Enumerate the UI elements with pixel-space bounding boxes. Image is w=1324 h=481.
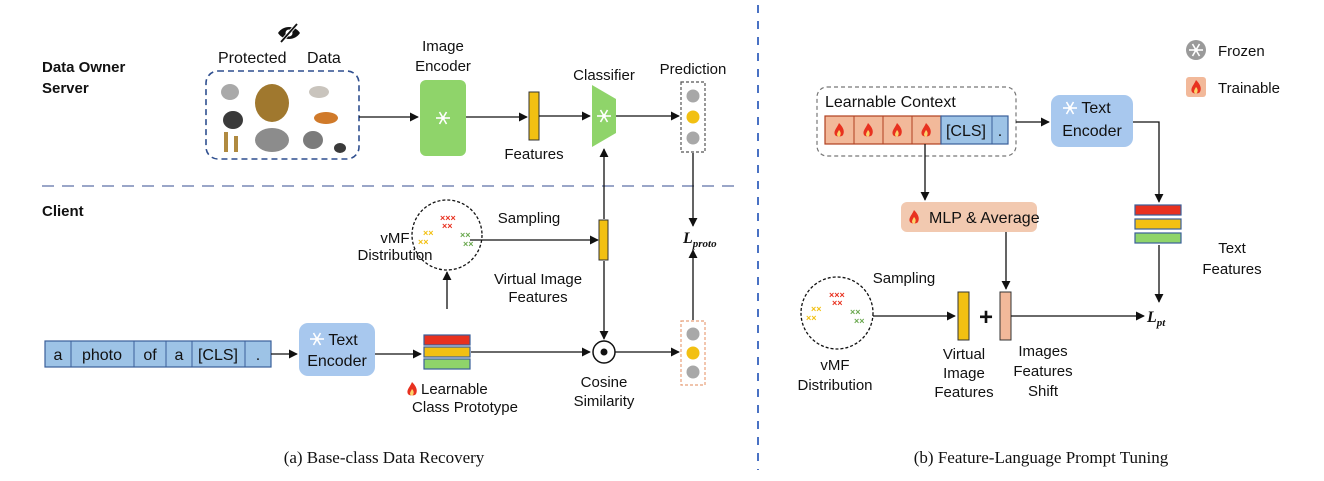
plus-sign: + xyxy=(979,304,993,331)
dot-token: . xyxy=(998,123,1002,140)
legend-frozen: Frozen xyxy=(1218,43,1265,60)
svg-text:××: ×× xyxy=(832,298,843,308)
context-tokens xyxy=(824,115,1009,145)
vmf-circle-b xyxy=(800,276,874,350)
classifier-label: Classifier xyxy=(573,67,635,84)
features-bar xyxy=(528,91,540,141)
features-label: Features xyxy=(504,146,563,163)
prediction-dot xyxy=(686,131,700,145)
mlp-average-block xyxy=(901,202,1037,232)
svg-text:××: ×× xyxy=(423,228,434,238)
svg-text:×××: ××× xyxy=(829,290,845,300)
virtual-b-label-2: Image xyxy=(943,365,985,382)
svg-text:××: ×× xyxy=(854,316,865,326)
prompt-tokens: a photo of a [CLS] . xyxy=(44,340,272,368)
data-owner-label: Data Owner xyxy=(42,59,126,76)
server-label: Server xyxy=(42,80,89,97)
arrow-text-encoder-to-features xyxy=(1133,121,1164,203)
shift-bar xyxy=(999,291,1012,341)
token: of xyxy=(143,347,157,364)
text-features-label-1: Text xyxy=(1218,240,1246,257)
svg-text:××: ×× xyxy=(418,237,429,247)
similarity-dot xyxy=(686,327,700,341)
vmf-distribution-label: Distribution xyxy=(357,247,432,264)
vmf-b-label-2: Distribution xyxy=(797,377,872,394)
prediction-box xyxy=(680,81,706,153)
prediction-dot xyxy=(686,89,700,103)
vmf-samples: ××× ×× ×× ×× ×× ×× xyxy=(418,213,474,249)
token: [CLS] xyxy=(198,347,238,364)
text-encoder-label-1: Text xyxy=(328,332,358,349)
svg-text:××: ×× xyxy=(806,313,817,323)
image-encoder-label-1: Image xyxy=(422,38,464,55)
trainable-icon xyxy=(407,382,417,396)
sampling-label: Sampling xyxy=(498,210,561,227)
prototype-label-1: Learnable xyxy=(421,381,488,398)
virtual-features-bar xyxy=(598,219,609,261)
sampling-label-b: Sampling xyxy=(873,270,936,287)
token: a xyxy=(175,347,184,364)
vmf-samples-b: ××× ×× ×× ×× ×× ×× xyxy=(806,290,865,326)
svg-text:××: ×× xyxy=(811,304,822,314)
data-label: Data xyxy=(307,50,341,67)
vmf-b-label-1: vMF xyxy=(820,357,849,374)
virtual-features-bar-b xyxy=(957,291,970,341)
token: . xyxy=(256,347,260,364)
image-encoder-label-2: Encoder xyxy=(415,58,471,75)
prediction-label: Prediction xyxy=(660,61,727,78)
virtual-b-label-1: Virtual xyxy=(943,346,985,363)
shift-label-1: Images xyxy=(1018,343,1067,360)
svg-text:××: ×× xyxy=(850,307,861,317)
prediction-dot xyxy=(686,110,700,124)
similarity-box xyxy=(680,320,706,386)
loss-pt: Lpt xyxy=(1146,309,1166,329)
legend-trainable: Trainable xyxy=(1218,80,1280,97)
cosine-dot xyxy=(600,348,608,356)
caption-a: (a) Base-class Data Recovery xyxy=(284,448,485,467)
cosine-label-1: Cosine xyxy=(581,374,628,391)
text-encoder-b-label-1: Text xyxy=(1081,100,1111,117)
mlp-average-label: MLP & Average xyxy=(929,210,1040,227)
similarity-dot xyxy=(686,365,700,379)
shift-label-3: Shift xyxy=(1028,383,1059,400)
vmf-circle xyxy=(411,199,483,271)
cls-token: [CLS] xyxy=(946,123,986,140)
token: a xyxy=(54,347,63,364)
token: photo xyxy=(82,347,122,364)
text-encoder-b-label-2: Encoder xyxy=(1062,123,1122,140)
shift-label-2: Features xyxy=(1013,363,1072,380)
protected-label: Protected xyxy=(218,50,286,67)
animal-images xyxy=(221,84,346,153)
similarity-dot xyxy=(686,346,700,360)
text-encoder-label-2: Encoder xyxy=(307,353,367,370)
class-prototype-stack xyxy=(423,334,471,370)
text-features-stack xyxy=(1134,204,1182,244)
virtual-features-label-1: Virtual Image xyxy=(494,271,582,288)
eye-off-icon xyxy=(278,22,300,44)
learnable-context-label: Learnable Context xyxy=(825,94,956,111)
protected-data-box xyxy=(205,70,360,160)
svg-text:×××: ××× xyxy=(440,213,456,223)
client-label: Client xyxy=(42,203,84,220)
vmf-label: vMF xyxy=(380,230,409,247)
svg-text:××: ×× xyxy=(463,239,474,249)
svg-text:××: ×× xyxy=(442,221,453,231)
loss-proto: Lproto xyxy=(682,230,717,250)
caption-b: (b) Feature-Language Prompt Tuning xyxy=(914,448,1169,467)
text-features-label-2: Features xyxy=(1202,261,1261,278)
cosine-label-2: Similarity xyxy=(574,393,635,410)
virtual-b-label-3: Features xyxy=(934,384,993,401)
prototype-label-2: Class Prototype xyxy=(412,399,518,416)
virtual-features-label-2: Features xyxy=(508,289,567,306)
svg-text:××: ×× xyxy=(460,230,471,240)
